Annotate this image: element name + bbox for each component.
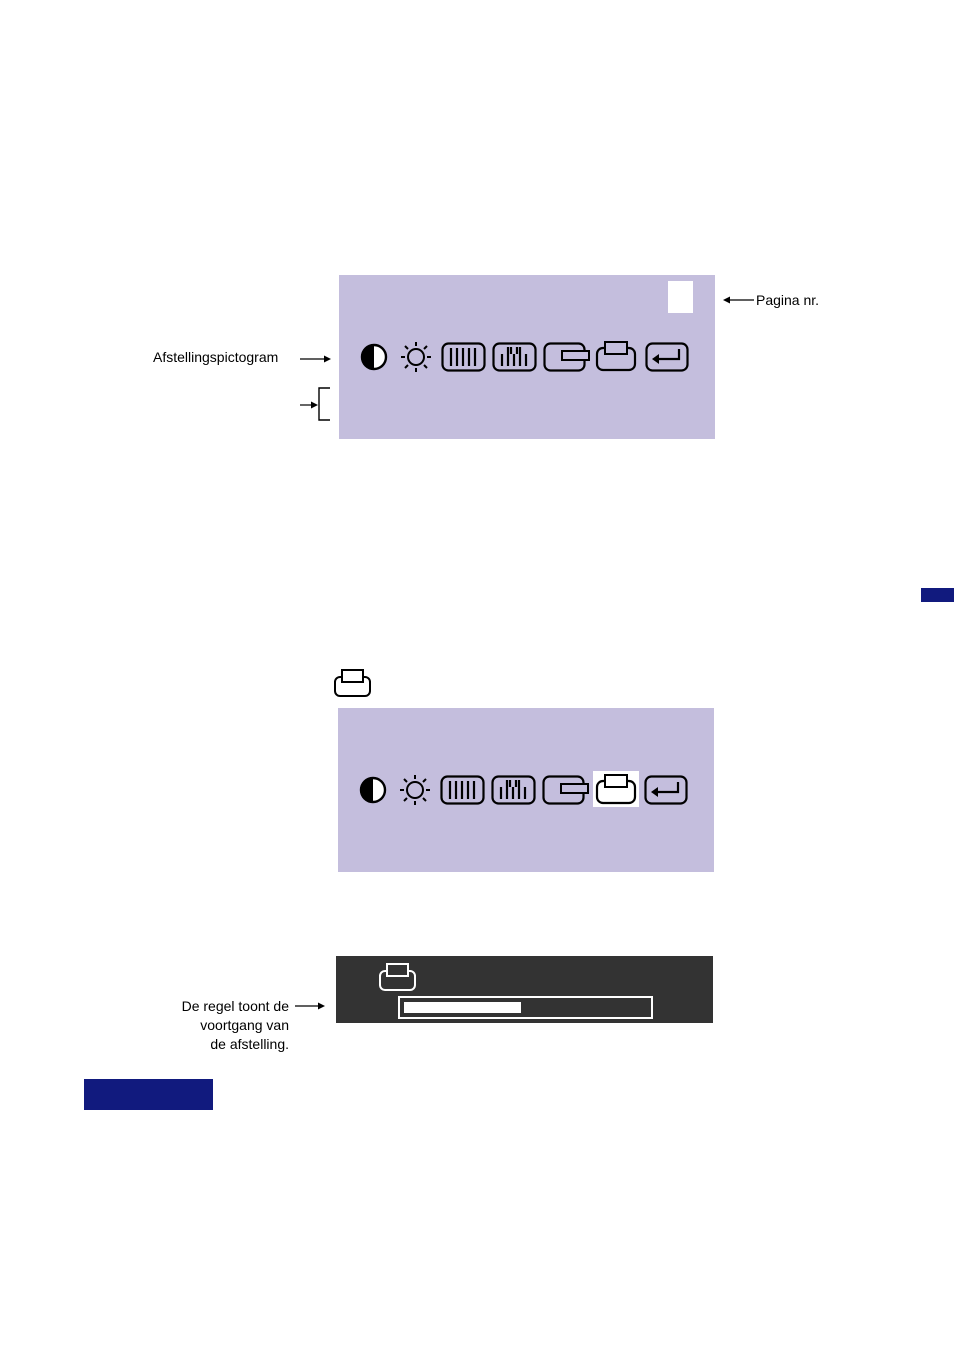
v-position-icon[interactable] — [492, 342, 537, 372]
progress-label-arrow — [294, 1000, 328, 1012]
side-tab-marker — [921, 588, 954, 602]
h-position-icon[interactable] — [440, 775, 485, 805]
adjustment-icon-arrow — [299, 353, 333, 365]
page-number-arrow — [722, 294, 756, 306]
bracket-arrow — [299, 386, 333, 422]
progress-bar-fill — [404, 1002, 521, 1013]
progress-label-line-2: voortgang van — [130, 1016, 289, 1035]
v-size-icon[interactable] — [595, 340, 637, 372]
section-header-block — [84, 1079, 213, 1110]
contrast-icon[interactable] — [359, 342, 389, 372]
brightness-icon[interactable] — [399, 774, 431, 806]
page-number-label: Pagina nr. — [756, 291, 819, 310]
h-size-icon[interactable] — [542, 775, 590, 805]
v-size-icon[interactable] — [595, 773, 637, 805]
v-size-icon — [378, 962, 418, 992]
progress-label-line-3: de afstelling. — [130, 1035, 289, 1054]
adjustment-icon-label: Afstellingspictogram — [153, 348, 278, 367]
h-position-icon[interactable] — [441, 342, 486, 372]
v-size-icon — [333, 667, 373, 699]
progress-bar[interactable] — [398, 996, 653, 1019]
brightness-icon[interactable] — [400, 341, 432, 373]
contrast-icon[interactable] — [358, 775, 388, 805]
return-icon[interactable] — [645, 342, 689, 372]
adjustment-progress-panel — [336, 956, 713, 1023]
selected-icon-highlight[interactable] — [593, 771, 639, 807]
h-size-icon[interactable] — [543, 342, 591, 372]
progress-label: De regel toont de voortgang van de afste… — [130, 997, 289, 1054]
progress-label-line-1: De regel toont de — [130, 997, 289, 1016]
page-number-box — [668, 281, 693, 313]
v-position-icon[interactable] — [491, 775, 536, 805]
return-icon[interactable] — [644, 775, 688, 805]
